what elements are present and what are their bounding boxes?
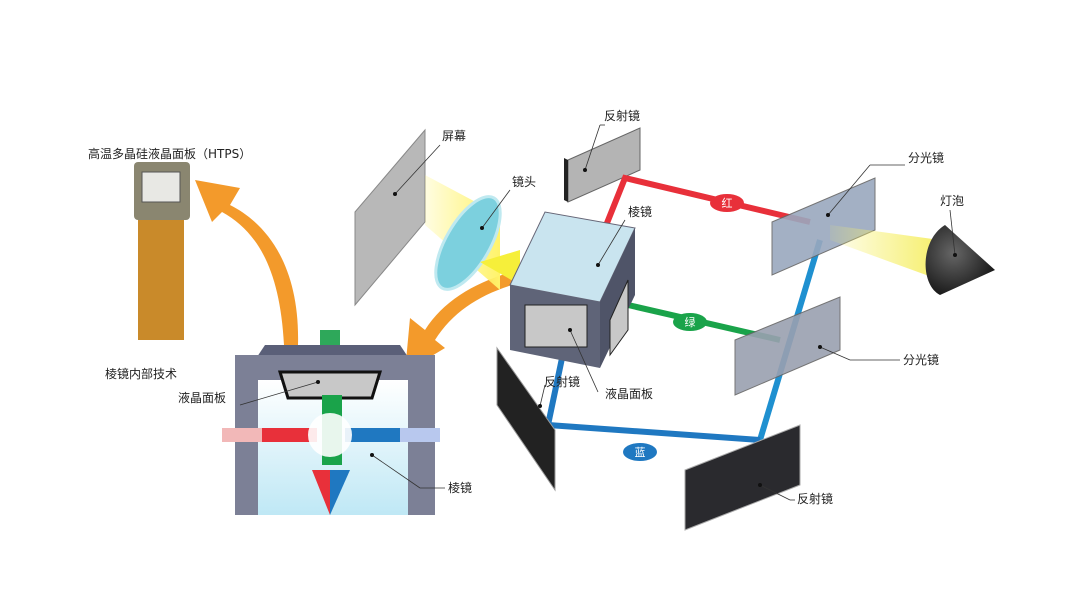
- inner-lcd-label: 液晶面板: [178, 390, 226, 405]
- red-tag: 红: [710, 194, 744, 212]
- red-light-path: [602, 174, 811, 230]
- dichroic-mid-label: 分光镜: [903, 352, 939, 367]
- mirror-top-label: 反射镜: [604, 108, 640, 123]
- dichroic-top-label: 分光镜: [908, 150, 944, 165]
- inner-prism-label: 棱镜: [448, 480, 472, 495]
- svg-text:蓝: 蓝: [635, 446, 646, 459]
- screen-panel: [354, 128, 426, 307]
- lamp-beam: [830, 225, 940, 280]
- lens-label: 镜头: [512, 174, 536, 189]
- blue-tag: 蓝: [623, 443, 657, 461]
- prism-label: 棱镜: [628, 204, 652, 219]
- lamp-bulb: [925, 225, 995, 295]
- mirror-bottom-label: 反射镜: [797, 491, 833, 506]
- lcd-panel-label: 液晶面板: [605, 386, 653, 401]
- mirror-left-label: 反射镜: [544, 374, 580, 389]
- prism-cube: [509, 211, 636, 368]
- lens: [434, 195, 502, 291]
- svg-text:绿: 绿: [685, 315, 696, 329]
- down-arrow-red-icon: [312, 470, 330, 515]
- htps-chip-image: [134, 162, 190, 340]
- screen-label: 屏幕: [442, 129, 466, 143]
- htps-label: 高温多晶硅液晶面板（HTPS）: [88, 146, 251, 161]
- down-arrow-blue-icon: [330, 470, 350, 515]
- lamp-label: 灯泡: [940, 194, 964, 208]
- dichroic-mirror-top: [771, 177, 876, 276]
- orange-arrow-up-icon: [195, 180, 299, 345]
- mirror-top: [567, 127, 641, 203]
- mirror-bottom: [684, 424, 801, 531]
- mirror-left: [496, 346, 556, 492]
- svg-text:红: 红: [722, 197, 733, 210]
- dichroic-mirror-mid: [734, 296, 841, 396]
- prism-internal-label: 棱镜内部技术: [105, 366, 177, 381]
- green-tag: 绿: [673, 313, 707, 331]
- prism-internal-view: [222, 330, 440, 515]
